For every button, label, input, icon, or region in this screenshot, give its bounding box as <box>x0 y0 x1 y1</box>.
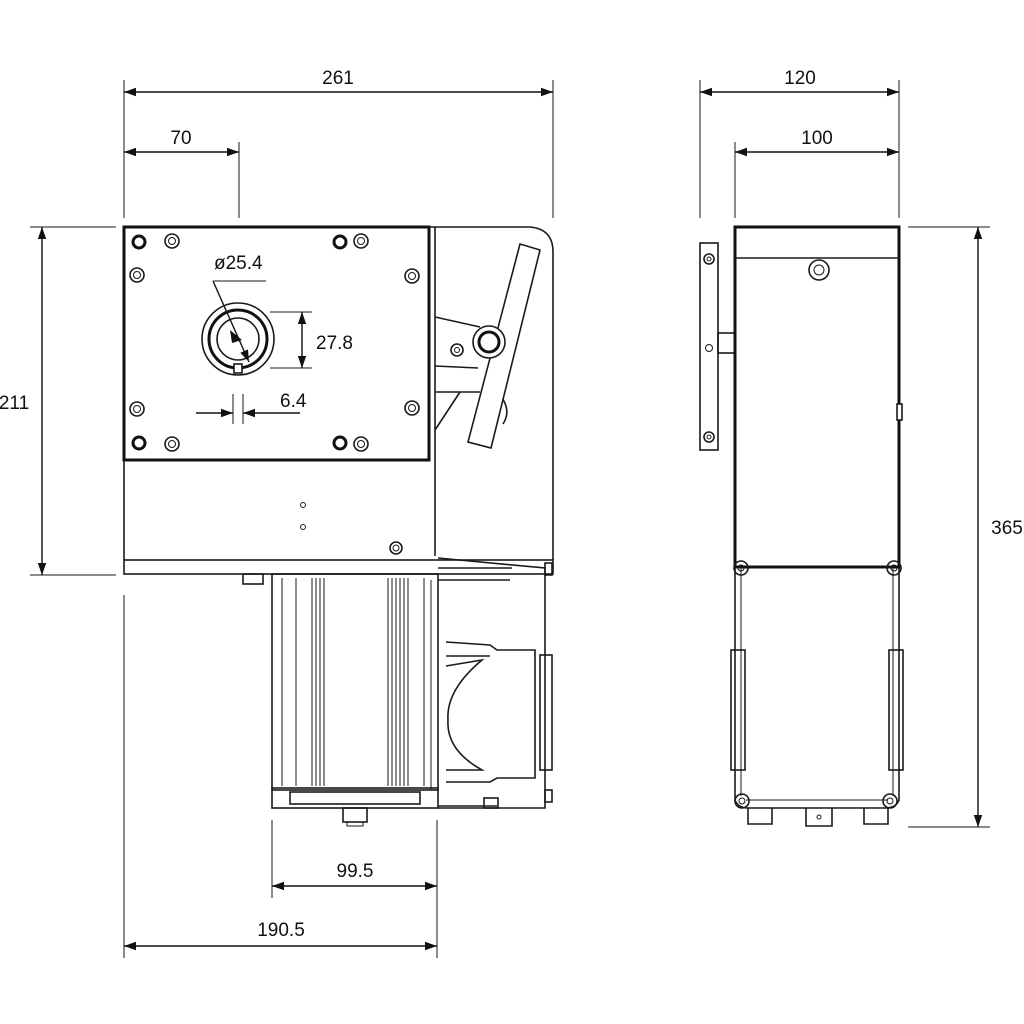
dimension-120: 120 <box>699 68 900 218</box>
dim-365-label: 365 <box>991 518 1023 539</box>
dim-120-label: 120 <box>784 68 816 89</box>
dim-190-5-label: 190.5 <box>257 920 305 941</box>
dimension-70: 70 <box>124 128 240 218</box>
dimension-100: 100 <box>734 128 899 218</box>
dimension-99-5: 99.5 <box>271 820 438 958</box>
output-shaft <box>201 280 275 376</box>
dim-261-label: 261 <box>322 68 354 89</box>
dimension-6-4: 6.4 <box>196 391 307 424</box>
gearbox-plate <box>122 225 431 462</box>
dimension-261: 261 <box>123 68 554 218</box>
dim-211-label: 211 <box>0 393 29 414</box>
housing-outline <box>123 226 554 560</box>
release-lever <box>434 242 541 449</box>
dim-100-label: 100 <box>801 128 833 149</box>
dimension-211: 211 <box>0 226 116 576</box>
dim-27-8-label: 27.8 <box>316 333 353 354</box>
dim-70-label: 70 <box>170 128 191 149</box>
dim-6-4-label: 6.4 <box>280 391 307 412</box>
dimension-27-8: 27.8 <box>270 311 353 369</box>
side-housing <box>733 225 901 569</box>
front-view: 261 70 ø25.4 27.8 6.4 211 <box>0 68 554 958</box>
dimension-190-5: 190.5 <box>123 595 437 958</box>
dim-shaft-diameter-label: ø25.4 <box>214 253 263 274</box>
dim-99-5-label: 99.5 <box>337 861 374 882</box>
mounting-flange <box>699 242 719 451</box>
plate-screws <box>129 233 420 452</box>
motor-body <box>242 557 553 827</box>
side-view: 120 100 365 <box>699 68 1023 828</box>
dimension-365: 365 <box>908 226 1023 828</box>
